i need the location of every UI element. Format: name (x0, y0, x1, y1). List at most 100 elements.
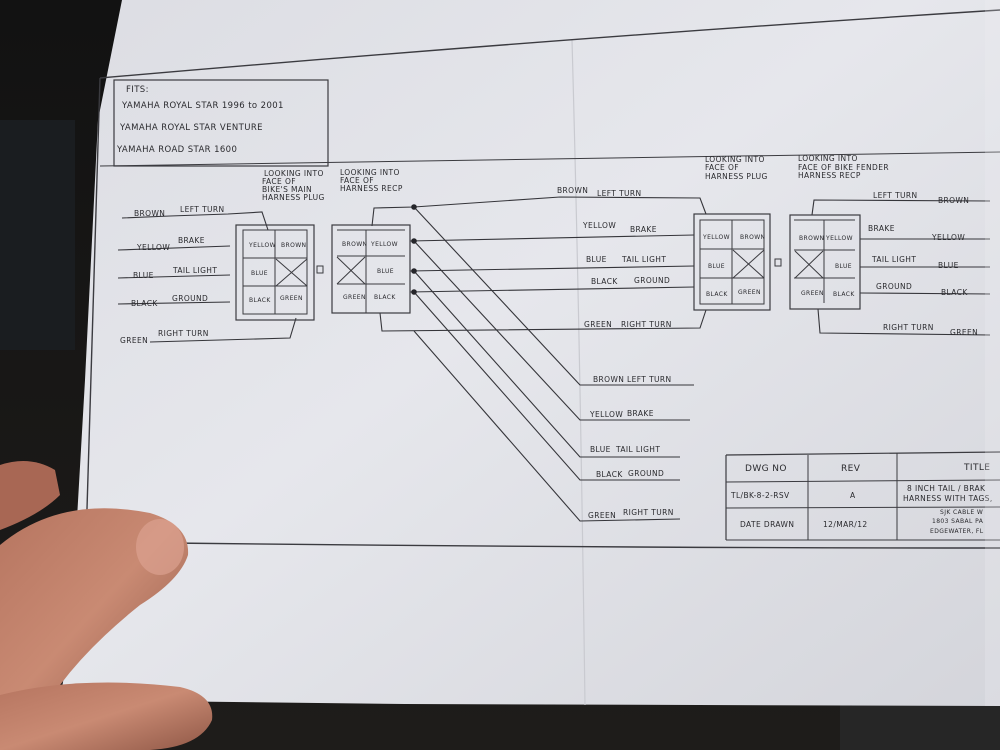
pin-label: YELLOW (702, 234, 730, 241)
wire-color-label: BLUE (133, 271, 154, 280)
pin-label: BLACK (833, 291, 855, 298)
wire-function-label: LEFT TURN (597, 189, 642, 198)
title-line: HARNESS WITH TAGS, (903, 494, 993, 503)
wire-function-label: RIGHT TURN (621, 320, 672, 329)
wire-color-label: BLUE (590, 445, 611, 454)
wire-function-label: TAIL LIGHT (615, 445, 660, 454)
connector-housing (693, 213, 771, 311)
wire-line (413, 270, 680, 458)
pin-label: YELLOW (248, 242, 276, 249)
wire-line (413, 206, 694, 386)
connector-housing (235, 224, 315, 321)
wire-color-label: BLUE (586, 255, 607, 264)
fits-line: YAMAHA ROYAL STAR VENTURE (119, 123, 263, 133)
wire-color-label: BLACK (131, 299, 158, 308)
wire-function-label: BRAKE (630, 225, 657, 234)
empty-cavity-mark (336, 256, 366, 285)
wire-line (811, 199, 991, 216)
header-line: HARNESS PLUG (705, 172, 768, 181)
company-line: SJK CABLE W (940, 509, 983, 516)
wire-line (409, 286, 695, 293)
pin-label: BLUE (251, 270, 268, 277)
empty-cavity-mark (275, 258, 308, 287)
pin-label: YELLOW (825, 235, 853, 242)
company-line: 1803 SABAL PA (932, 518, 984, 525)
paper-sheet (60, 0, 1000, 706)
rev-value: A (850, 491, 856, 500)
wire-function-label: GROUND (634, 276, 670, 285)
left-wire-labels: BROWN LEFT TURN YELLOW BRAKE BLUE TAIL L… (120, 205, 225, 345)
connector-housing (331, 224, 411, 314)
wire-color-label: YELLOW (931, 233, 965, 242)
wire-line (409, 234, 695, 242)
wire-line (413, 240, 690, 421)
hand-holding-paper (0, 461, 213, 750)
pin-label: BLUE (377, 268, 394, 275)
dwg-no-value: TL/BK-8-2-RSV (730, 491, 790, 500)
wire-line (859, 292, 991, 295)
title-block-border (725, 451, 1000, 456)
wire-function-label: TAIL LIGHT (172, 266, 217, 275)
header-line: FACE OF (262, 177, 296, 186)
wire-color-label: BLACK (591, 277, 618, 286)
header-line: FACE OF (705, 163, 739, 172)
splice-points (411, 204, 417, 295)
title-line: 8 INCH TAIL / BRAK (907, 484, 986, 493)
wire-color-label: GREEN (950, 328, 978, 337)
wire-function-label: GROUND (172, 294, 208, 303)
pin-label: GREEN (343, 294, 366, 301)
splice-dot (411, 289, 417, 295)
title-label: TITLE (963, 463, 990, 473)
pin-label: BROWN (740, 234, 765, 241)
wire-function-label: LEFT TURN (180, 205, 225, 214)
bike-plug-header: LOOKING INTO FACE OF BIKE'S MAIN HARNESS… (262, 169, 325, 202)
pin-label: BLUE (835, 263, 852, 270)
wire-line (409, 265, 695, 272)
background-shadow (0, 120, 75, 350)
middle-wires (371, 196, 707, 332)
wire-line (413, 330, 681, 522)
pin-label: BLACK (706, 291, 728, 298)
wire-color-label: BROWN (134, 209, 165, 218)
fender-recp-header: LOOKING INTO FACE OF BIKE FENDER HARNESS… (798, 154, 889, 180)
wire-line (117, 274, 231, 279)
left-wires (117, 211, 297, 343)
header-line: HARNESS PLUG (262, 193, 325, 202)
wire-line (371, 196, 707, 227)
wire-color-label: BROWN (557, 186, 588, 195)
pin-label: BLUE (708, 263, 725, 270)
harness-recp-connector: BROWN YELLOW BLUE GREEN BLACK (331, 224, 411, 314)
frame-bottom (85, 541, 1000, 549)
pin-label: GREEN (801, 290, 824, 297)
wire-function-label: GROUND (876, 282, 912, 291)
wire-line (149, 317, 297, 343)
latch-tab (774, 258, 782, 267)
pin-label: BROWN (342, 241, 367, 248)
date-drawn-label: DATE DRAWN (740, 520, 794, 529)
header-line: FACE OF BIKE FENDER (798, 163, 889, 172)
fits-line: YAMAHA ROYAL STAR 1996 to 2001 (121, 101, 284, 111)
wire-function-label: GROUND (628, 469, 664, 478)
company-line: EDGEWATER, FL (930, 528, 984, 535)
light-glare (985, 0, 1000, 706)
wire-color-label: BROWN (938, 196, 969, 205)
header-line: HARNESS RECP (798, 171, 861, 180)
wire-line (117, 301, 231, 305)
background-object (840, 700, 1000, 750)
header-line: FACE OF (340, 176, 374, 185)
date-drawn-value: 12/MAR/12 (823, 520, 868, 529)
harness-plug-connector: YELLOW BROWN BLUE BLACK GREEN (693, 213, 782, 311)
paper-fold (571, 39, 586, 706)
harness-plug-header: LOOKING INTO FACE OF HARNESS PLUG (705, 155, 768, 181)
empty-cavity-mark (732, 249, 765, 279)
rev-label: REV (841, 464, 861, 474)
title-block: DWG NO REV TITLE TL/BK-8-2-RSV A 8 INCH … (725, 451, 1000, 541)
wire-color-label: GREEN (588, 511, 616, 520)
fits-line: YAMAHA ROAD STAR 1600 (116, 145, 237, 155)
frame-top (99, 9, 1000, 79)
wire-color-label: BROWN (593, 375, 624, 384)
wire-color-label: GREEN (120, 336, 148, 345)
wire-line (379, 309, 707, 332)
thumbnail (136, 519, 184, 575)
